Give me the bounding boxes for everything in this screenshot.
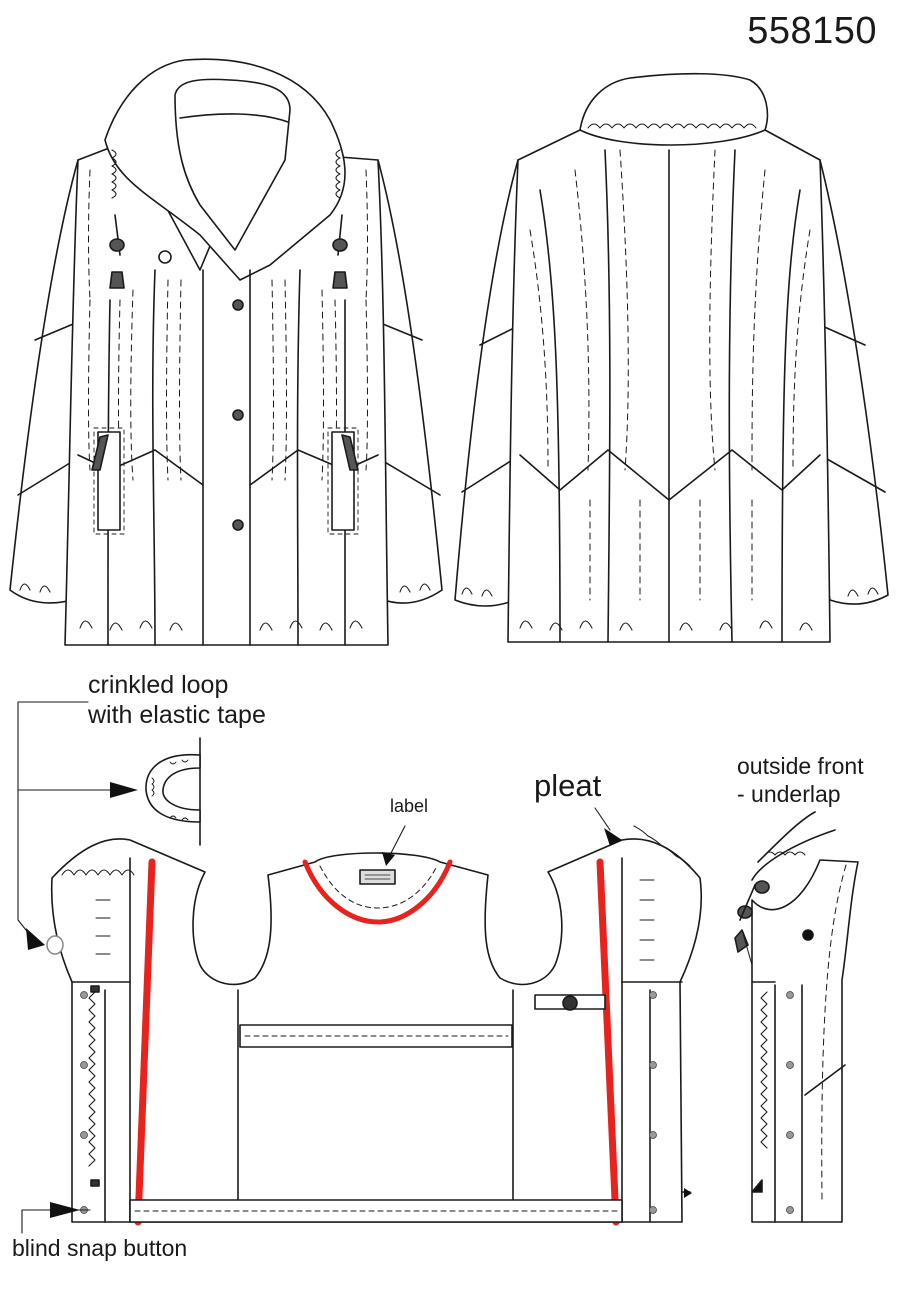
style-number: 558150 — [747, 10, 877, 52]
label-patch-icon — [359, 869, 396, 885]
back-view — [454, 72, 889, 643]
cord-stopper-icon — [109, 214, 348, 289]
pleat-callout: pleat — [534, 768, 602, 803]
label-callout: label — [390, 796, 429, 816]
crinkled-loop-line2: with elastic tape — [88, 701, 266, 729]
inside-view — [50, 825, 703, 1226]
outside-front-line1: outside front — [737, 753, 864, 779]
back-collar — [579, 72, 769, 146]
snap-button-icon — [80, 991, 657, 1214]
outside-front-line2: - underlap — [737, 781, 841, 807]
crinkled-loop-detail — [145, 737, 201, 846]
crinkled-loop-callout: crinkled loop with elastic tape — [88, 670, 266, 730]
callout-leaders — [17, 701, 611, 1234]
front-body — [64, 139, 389, 646]
outside-front-callout: outside front - underlap — [737, 752, 864, 808]
blind-snap-callout: blind snap button — [12, 1235, 188, 1261]
front-view — [9, 58, 443, 646]
side-detail-view — [734, 811, 859, 1223]
crinkled-loop-line1: crinkled loop — [88, 671, 229, 699]
arrow-icon — [26, 782, 692, 1218]
front-collar — [104, 58, 346, 281]
